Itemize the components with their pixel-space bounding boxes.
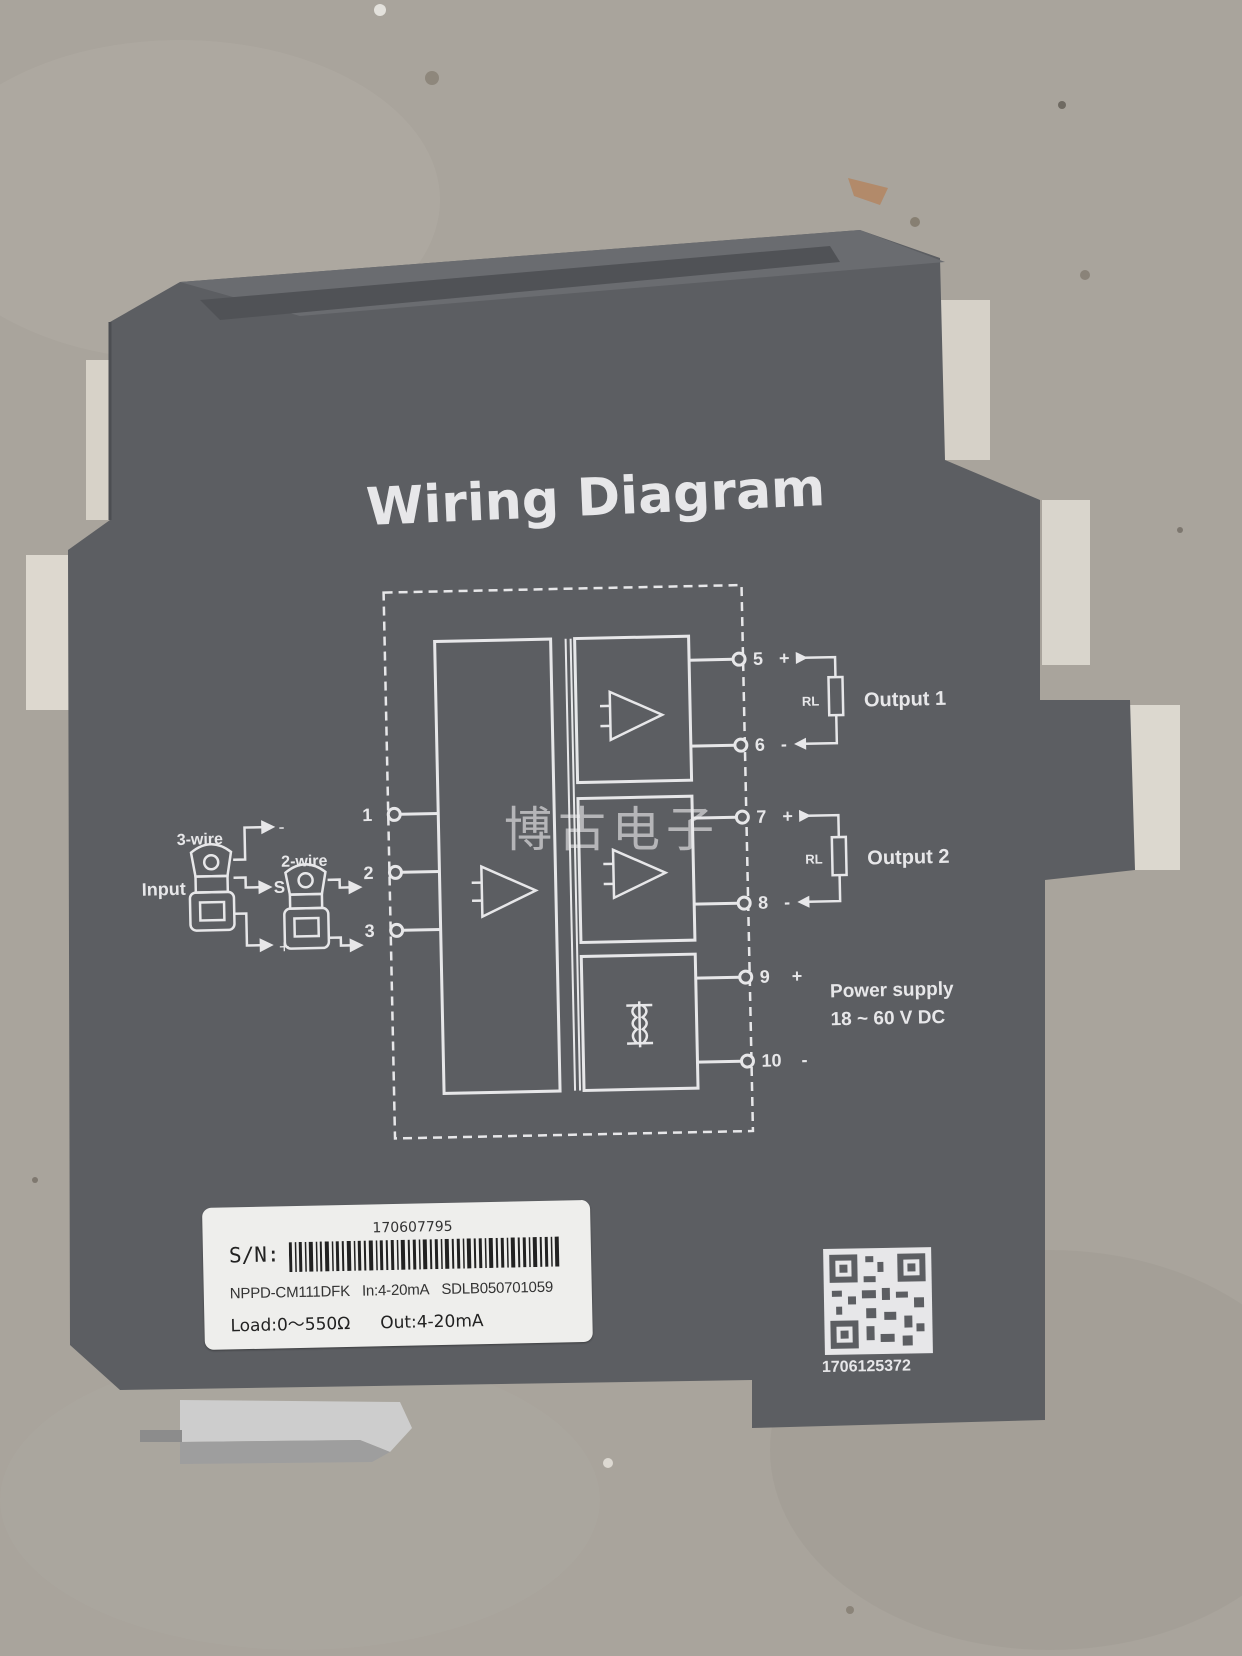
amplifier-output2-icon [603,847,669,900]
enclosure-dashed-box [382,583,755,1140]
transformer-icon [626,1001,654,1048]
three-wire-label: 3-wire [177,831,224,849]
output2-load-resistor-icon [797,809,848,908]
terminal-5 [731,651,747,667]
watermark-text: 博古电子 [504,802,721,858]
terminal-6-label: 6 [755,735,765,755]
input-spec: In:4-20mA [361,1281,430,1300]
terminal-7 [734,809,750,825]
power-supply-label: Power supply [830,979,954,1003]
terminal-9 [738,969,754,985]
sensor-plus-sign: + [279,937,290,957]
output2-block [576,794,697,945]
terminal-9-label: 9 [760,967,770,987]
terminal-8-label: 8 [758,893,768,913]
terminal-5-label: 5 [753,649,763,669]
terminal-7-label: 7 [756,807,766,827]
product-code: SDLB050701059 [441,1278,554,1299]
terminal-6-sign: - [781,734,787,754]
three-wire-transmitter-icon [188,820,276,953]
output-spec: Out:4-20mA [380,1311,484,1334]
terminal-7-sign: + [782,806,793,826]
terminal-1-label: 1 [362,805,372,825]
serial-number-text: 170607795 [372,1218,453,1237]
two-wire-transmitter-icon [283,863,364,953]
input-label: Input [142,879,186,900]
output1-resistor-label: RL [802,693,820,708]
isolator-module-body [68,230,1135,1428]
load-output-line: Load:0～550Ω Out:4-20mA [230,1306,484,1337]
load-spec: Load:0～550Ω [230,1313,351,1337]
terminal-2-label: 2 [363,863,373,883]
terminal-3 [389,922,405,938]
terminal-2 [387,864,403,880]
amplifier-input-icon [471,864,539,919]
output2-label: Output 2 [867,846,950,870]
din-rail-clip [140,1400,412,1464]
power-block [579,952,700,1093]
terminal-9-sign: + [791,966,802,986]
terminal-5-sign: + [779,648,790,668]
output1-block [573,634,694,785]
output1-label: Output 1 [864,688,947,712]
qr-code [823,1247,933,1355]
terminal-1 [386,806,402,822]
terminal-3-label: 3 [364,921,374,941]
barcode [288,1236,560,1273]
terminal-10-label: 10 [761,1050,781,1070]
sensor-minus-sign: - [278,817,284,837]
terminal-6 [733,737,749,753]
wiring-diagram [188,583,848,1140]
two-wire-label: 2-wire [281,853,328,871]
sensor-s-label: S [274,878,286,897]
output1-load-resistor-icon [794,651,845,750]
terminal-10-sign: - [801,1050,807,1070]
model-spec-line: NPPD-CM111DFK In:4-20mA SDLB050701059 [230,1279,554,1303]
amplifier-output1-icon [599,689,666,742]
power-voltage-label: 18 ~ 60 V DC [830,1007,945,1030]
qr-serial-number: 1706125372 [822,1357,911,1376]
terminal-8 [736,895,752,911]
output2-resistor-label: RL [805,851,823,866]
terminal-8-sign: - [784,892,790,912]
serial-number-label: S/N: [228,1242,280,1268]
input-block [433,637,562,1095]
spec-label-sticker: 170607795 S/N: NPPD-CM111DFK In:4-20mA SDL… [202,1199,593,1350]
model-number: NPPD-CM111DFK [229,1282,351,1303]
terminal-10 [739,1053,755,1069]
